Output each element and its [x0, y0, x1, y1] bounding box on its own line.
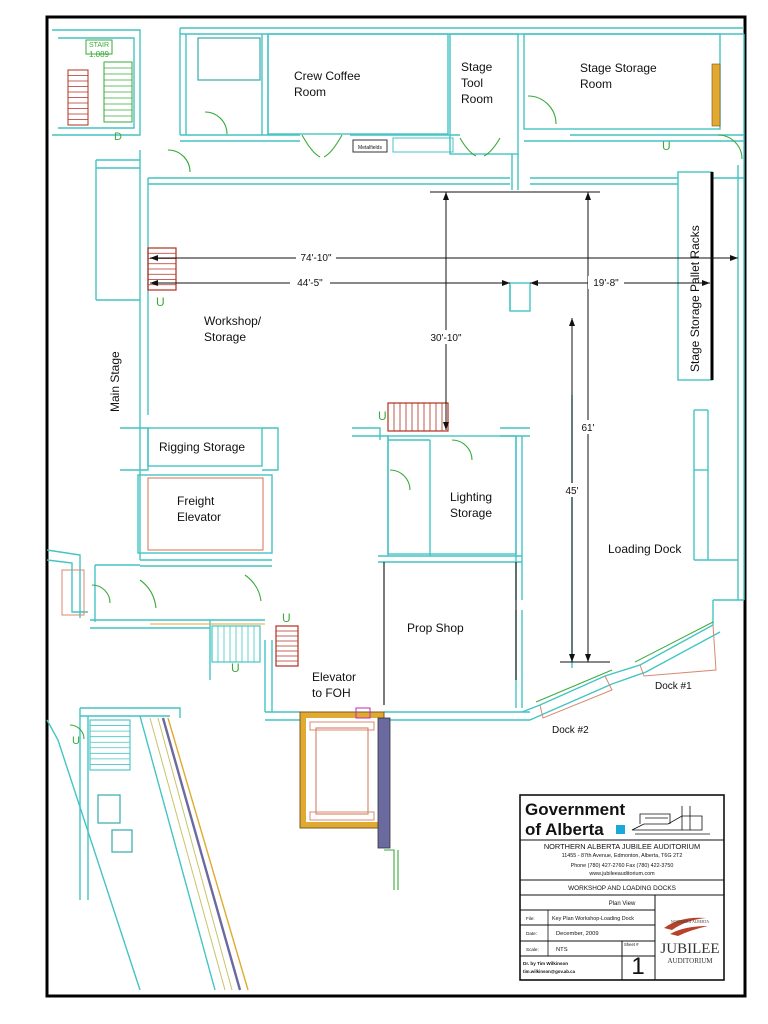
date-value: December, 2009: [556, 931, 599, 937]
workshop-stair: [147, 247, 177, 291]
drawn-by: Dr. by Tim Wilkinson: [523, 961, 568, 966]
room-elevator-foh-2: to FOH: [312, 686, 351, 700]
drawing-title: WORKSHOP AND LOADING DOCKS: [568, 885, 676, 892]
room-lighting-1: Lighting: [450, 490, 492, 504]
stair-label: STAIR: [89, 42, 109, 49]
u-mark-2: U: [662, 139, 671, 153]
dimension-lines: [150, 191, 738, 663]
room-stage-tool-2: Tool: [461, 76, 483, 90]
org-name: NORTHERN ALBERTA JUBILEE AUDITORIUM: [544, 842, 700, 851]
file-label: File:: [526, 916, 535, 921]
stair-treads: [68, 67, 443, 765]
metalfields-tag: [352, 139, 388, 153]
label-dock-2: Dock #2: [552, 725, 589, 736]
lighting-stair: [387, 402, 449, 432]
lower-stair: [89, 719, 131, 771]
title-block: Government of Alberta NORTHERN ALBERTA J…: [519, 794, 725, 981]
dim-45: 45': [565, 486, 578, 497]
gov-line2: of Alberta: [525, 820, 604, 839]
u-mark-6: U: [231, 661, 240, 675]
room-main-stage: Main Stage: [108, 351, 122, 412]
dim-19-8: 19'-8": [593, 278, 619, 289]
scale-value: NTS: [556, 947, 568, 953]
room-rigging: Rigging Storage: [159, 440, 245, 454]
logo-sub-text: AUDITORIUM: [668, 957, 714, 965]
sheet-label: Sheet #: [624, 942, 639, 947]
u-mark-4: U: [378, 409, 387, 423]
u-mark-3: U: [156, 295, 165, 309]
dim-61: 61': [581, 423, 594, 434]
auditorium-sketch-icon: [631, 806, 710, 835]
room-loading-dock: Loading Dock: [608, 542, 682, 556]
room-elevator-foh-1: Elevator: [312, 670, 356, 684]
metalfields-text: Metalfields: [358, 145, 382, 151]
logo-big-text: JUBILEE: [660, 941, 719, 957]
file-value: Key Plan Workshop-Loading Dock: [552, 916, 634, 922]
room-freight-2: Elevator: [177, 510, 221, 524]
room-lighting-2: Storage: [450, 506, 492, 520]
room-stage-tool-3: Room: [461, 92, 493, 106]
org-address: 11455 - 87th Avenue, Edmonton, Alberta, …: [562, 853, 683, 859]
page-border: [45, 15, 747, 998]
dim-74-10: 74'-10": [300, 253, 331, 264]
scale-label: Scale:: [526, 947, 539, 952]
u-mark-5: U: [282, 611, 291, 625]
date-label: Date:: [526, 931, 537, 936]
u-mark-7: U: [72, 735, 80, 747]
stair-number: 1.089: [89, 50, 110, 59]
room-crew-coffee-2: Room: [294, 85, 326, 99]
room-workshop-1: Workshop/: [204, 314, 262, 328]
drawing-view: Plan View: [609, 901, 636, 907]
gov-line1: Government: [525, 800, 625, 819]
room-prop-shop: Prop Shop: [407, 621, 464, 635]
logo-small-text: NORTHERN ALBERTA: [671, 920, 709, 924]
corridor-stair: [211, 625, 261, 663]
dim-44-5: 44'-5": [297, 278, 323, 289]
sheet-number: 1: [631, 953, 644, 980]
room-workshop-2: Storage: [204, 330, 246, 344]
doors: [69, 95, 743, 890]
gov-square-icon: [616, 825, 625, 834]
foh-stair: [275, 625, 299, 667]
label-dock-1: Dock #1: [655, 681, 692, 692]
foh-elevator-shaft: [299, 707, 391, 849]
org-web: www.jubileeauditorium.com: [588, 871, 655, 877]
room-stage-storage-2: Room: [580, 77, 612, 91]
room-stage-tool-1: Stage: [461, 60, 493, 74]
dim-30-10: 30'-10": [430, 333, 461, 344]
room-crew-coffee-1: Crew Coffee: [294, 69, 361, 83]
u-mark-1: D: [114, 131, 122, 143]
room-stage-storage-1: Stage Storage: [580, 61, 657, 75]
jubilee-logo-icon: NORTHERN ALBERTA JUBILEE AUDITORIUM: [660, 917, 720, 965]
drawn-email: tim.wilkinson@gov.ab.ca: [523, 969, 576, 974]
walls: [46, 27, 745, 991]
room-freight-1: Freight: [177, 494, 215, 508]
org-phone: Phone (780) 427-2760 Fax (780) 422-3750: [571, 863, 674, 869]
room-pallet-racks: Stage Storage Pallet Racks: [688, 225, 702, 372]
